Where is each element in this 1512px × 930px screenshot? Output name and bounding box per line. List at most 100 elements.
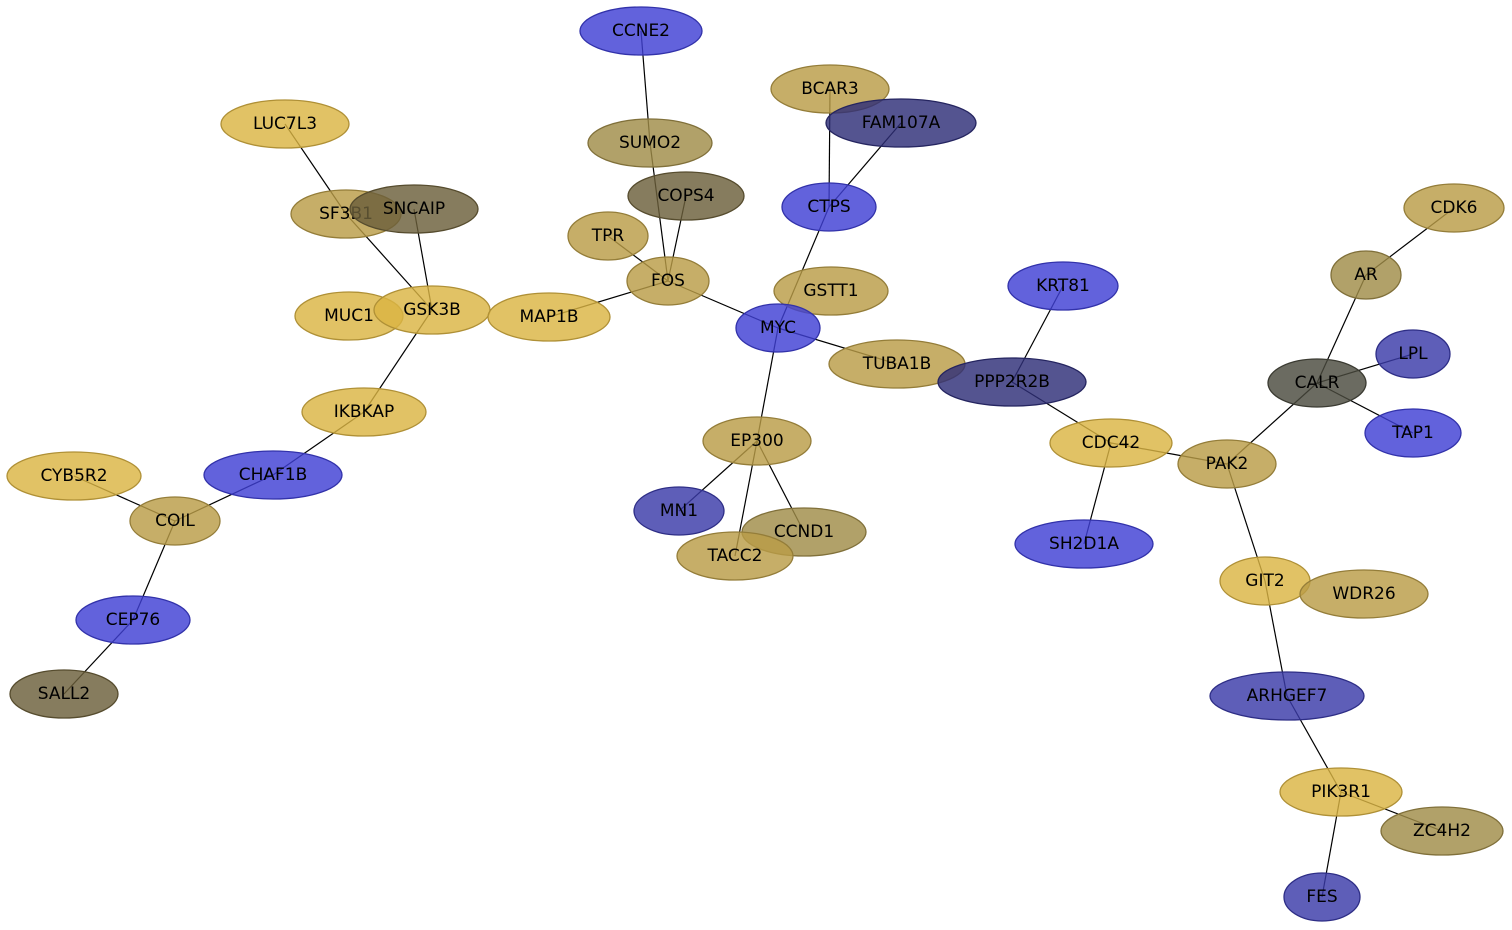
node-label: CEP76 bbox=[106, 610, 161, 630]
node-shape bbox=[129, 496, 221, 546]
node-shape bbox=[1375, 329, 1451, 379]
node-shape bbox=[203, 450, 343, 500]
node-coil[interactable]: COIL bbox=[129, 496, 221, 546]
node-shape bbox=[487, 292, 611, 342]
node-ctps[interactable]: CTPS bbox=[781, 182, 877, 232]
node-git2[interactable]: GIT2 bbox=[1219, 556, 1311, 606]
node-cyb5r2[interactable]: CYB5R2 bbox=[6, 451, 142, 501]
node-ar[interactable]: AR bbox=[1330, 250, 1402, 300]
node-ep300[interactable]: EP300 bbox=[702, 416, 812, 466]
node-shape bbox=[1267, 358, 1367, 408]
node-krt81[interactable]: KRT81 bbox=[1007, 261, 1119, 311]
node-shape bbox=[1014, 519, 1154, 569]
node-cops4[interactable]: COPS4 bbox=[627, 171, 745, 221]
node-shape bbox=[1364, 408, 1462, 458]
node-shape bbox=[1209, 671, 1365, 721]
node-label: COPS4 bbox=[657, 186, 714, 206]
node-arhgef7[interactable]: ARHGEF7 bbox=[1209, 671, 1365, 721]
node-zc4h2[interactable]: ZC4H2 bbox=[1380, 806, 1504, 856]
node-shape bbox=[220, 99, 350, 149]
node-shape bbox=[1279, 767, 1403, 817]
node-label: SUMO2 bbox=[619, 133, 681, 153]
node-label: WDR26 bbox=[1332, 584, 1395, 604]
node-shape bbox=[1007, 261, 1119, 311]
node-shape bbox=[9, 669, 119, 719]
node-label: FOS bbox=[651, 271, 685, 291]
node-sumo2[interactable]: SUMO2 bbox=[587, 118, 713, 168]
node-label: COIL bbox=[155, 511, 195, 531]
node-lpl[interactable]: LPL bbox=[1375, 329, 1451, 379]
node-label: TACC2 bbox=[707, 546, 763, 566]
node-mn1[interactable]: MN1 bbox=[633, 486, 725, 536]
node-shape bbox=[567, 211, 649, 261]
node-myc[interactable]: MYC bbox=[735, 303, 821, 353]
node-shape bbox=[773, 266, 889, 316]
node-sall2[interactable]: SALL2 bbox=[9, 669, 119, 719]
node-shape bbox=[1049, 418, 1173, 468]
node-calr[interactable]: CALR bbox=[1267, 358, 1367, 408]
node-shape bbox=[1380, 806, 1504, 856]
node-shape bbox=[6, 451, 142, 501]
node-label: CHAF1B bbox=[239, 465, 308, 485]
node-label: SALL2 bbox=[38, 684, 91, 704]
node-label: SH2D1A bbox=[1049, 534, 1119, 554]
node-wdr26[interactable]: WDR26 bbox=[1299, 569, 1429, 619]
node-tap1[interactable]: TAP1 bbox=[1364, 408, 1462, 458]
node-shape bbox=[781, 182, 877, 232]
node-sncaip[interactable]: SNCAIP bbox=[349, 184, 479, 234]
node-label: PPP2R2B bbox=[974, 372, 1050, 392]
node-cdk6[interactable]: CDK6 bbox=[1403, 183, 1505, 233]
node-ccne2[interactable]: CCNE2 bbox=[579, 6, 703, 56]
node-label: BCAR3 bbox=[801, 79, 859, 99]
node-label: TPR bbox=[591, 226, 625, 246]
node-label: MN1 bbox=[660, 501, 698, 521]
node-fam107a[interactable]: FAM107A bbox=[825, 98, 977, 148]
node-fes[interactable]: FES bbox=[1283, 872, 1361, 922]
node-shape bbox=[825, 98, 977, 148]
node-pak2[interactable]: PAK2 bbox=[1177, 439, 1277, 489]
node-label: TAP1 bbox=[1391, 423, 1434, 443]
node-shape bbox=[627, 171, 745, 221]
node-shape bbox=[579, 6, 703, 56]
node-tuba1b[interactable]: TUBA1B bbox=[828, 339, 966, 389]
node-map1b[interactable]: MAP1B bbox=[487, 292, 611, 342]
node-label: IKBKAP bbox=[334, 402, 395, 422]
node-ikbkap[interactable]: IKBKAP bbox=[301, 387, 427, 437]
node-bcar3[interactable]: BCAR3 bbox=[770, 64, 890, 114]
node-sh2d1a[interactable]: SH2D1A bbox=[1014, 519, 1154, 569]
node-cep76[interactable]: CEP76 bbox=[75, 595, 191, 645]
node-label: CTPS bbox=[807, 197, 850, 217]
node-label: GIT2 bbox=[1245, 571, 1284, 591]
node-shape bbox=[1403, 183, 1505, 233]
node-pik3r1[interactable]: PIK3R1 bbox=[1279, 767, 1403, 817]
node-gstt1[interactable]: GSTT1 bbox=[773, 266, 889, 316]
node-label: CALR bbox=[1295, 373, 1340, 393]
node-tacc2[interactable]: TACC2 bbox=[676, 531, 794, 581]
node-shape bbox=[702, 416, 812, 466]
node-shape bbox=[1177, 439, 1277, 489]
node-label: PIK3R1 bbox=[1311, 782, 1371, 802]
node-ppp2r2b[interactable]: PPP2R2B bbox=[937, 357, 1087, 407]
node-label: MAP1B bbox=[519, 307, 578, 327]
node-chaf1b[interactable]: CHAF1B bbox=[203, 450, 343, 500]
node-label: AR bbox=[1354, 265, 1378, 285]
node-shape bbox=[301, 387, 427, 437]
node-shape bbox=[770, 64, 890, 114]
node-label: TUBA1B bbox=[862, 354, 932, 374]
node-label: FES bbox=[1306, 887, 1337, 907]
node-shape bbox=[587, 118, 713, 168]
node-tpr[interactable]: TPR bbox=[567, 211, 649, 261]
node-cdc42[interactable]: CDC42 bbox=[1049, 418, 1173, 468]
node-label: LUC7L3 bbox=[253, 114, 317, 134]
node-label: CDK6 bbox=[1431, 198, 1478, 218]
node-label: SNCAIP bbox=[383, 199, 445, 219]
node-fos[interactable]: FOS bbox=[626, 256, 710, 306]
node-gsk3b[interactable]: GSK3B bbox=[373, 285, 491, 335]
node-shape bbox=[676, 531, 794, 581]
node-label: EP300 bbox=[730, 431, 783, 451]
node-label: GSK3B bbox=[403, 300, 461, 320]
node-label: ARHGEF7 bbox=[1247, 686, 1328, 706]
node-luc7l3[interactable]: LUC7L3 bbox=[220, 99, 350, 149]
